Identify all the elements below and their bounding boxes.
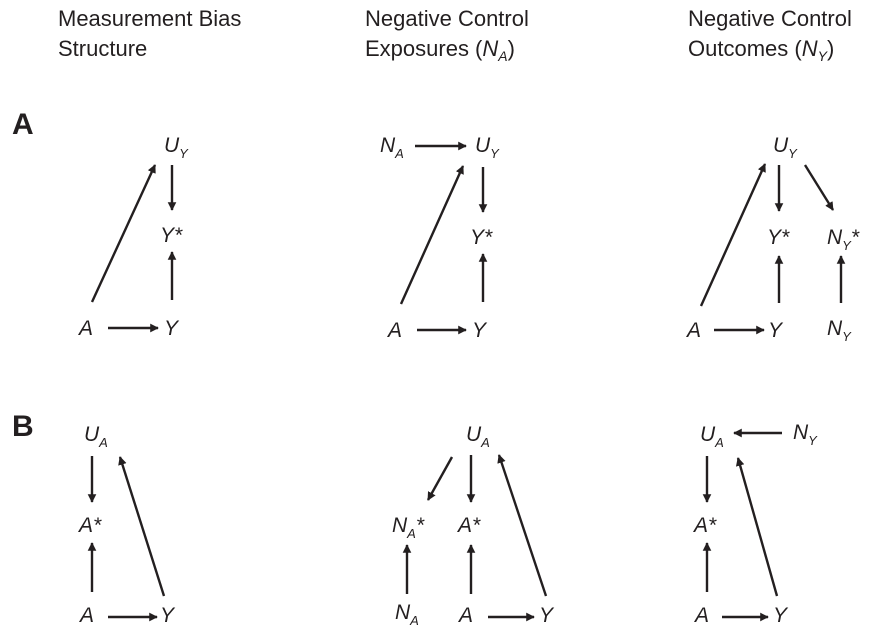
node-a3-nystar: NY* (827, 226, 860, 253)
node-b1-astar: A* (77, 514, 102, 537)
node-b2-a: A (457, 604, 473, 627)
node-b2-nastar: NA* (392, 514, 425, 541)
edge-b3-y-to-ua (735, 457, 779, 597)
node-b3-y: Y (773, 604, 789, 627)
header-col2-line1: Negative Control (365, 6, 529, 31)
node-a2-a: A (386, 319, 402, 342)
panel-label-b: B (12, 410, 34, 443)
edge-a3-uy-to-nystar (803, 164, 835, 211)
edges (87, 141, 846, 622)
edge-b2-ua-to-nastar (426, 456, 454, 501)
node-a1-uy: UY (164, 134, 189, 161)
edge-b2-y-to-ua (497, 454, 548, 597)
node-a3-ny: NY (827, 317, 852, 344)
node-b3-astar: A* (692, 514, 717, 537)
header-col1-line2: Structure (58, 36, 148, 61)
node-b3-ua: UA (700, 423, 724, 450)
edge-a1-a-to-uy (90, 164, 157, 303)
node-a2-uy: UY (475, 134, 500, 161)
node-b2-astar: A* (456, 514, 481, 537)
edge-a2-a-to-uy (399, 165, 465, 305)
node-a3-y: Y (768, 319, 784, 342)
node-b2-ua: UA (466, 423, 490, 450)
node-b3-ny: NY (793, 421, 818, 448)
node-a2-y: Y (472, 319, 488, 342)
node-b1-a: A (78, 604, 94, 627)
header-col3-line2: Outcomes (NY) (688, 36, 835, 65)
header-col1-line1: Measurement Bias (58, 6, 242, 31)
edge-b1-y-to-ua (118, 456, 166, 597)
panel-label-a: A (12, 108, 34, 141)
node-b2-y: Y (539, 604, 555, 627)
node-b2-na: NA (395, 601, 419, 628)
header-negative-control-exposures: Negative Control Exposures (NA) (365, 4, 529, 71)
node-a1-y: Y (164, 317, 180, 340)
header-col2-line2: Exposures (NA) (365, 36, 515, 65)
node-b3-a: A (693, 604, 709, 627)
node-b1-ua: UA (84, 423, 108, 450)
node-a3-uy: UY (773, 134, 798, 161)
node-b1-y: Y (160, 604, 176, 627)
edge-a3-a-to-uy (699, 163, 767, 307)
header-negative-control-outcomes: Negative Control Outcomes (NY) (688, 4, 852, 71)
node-a1-a: A (77, 317, 93, 340)
node-a2-na: NA (380, 134, 404, 161)
header-col3-line1: Negative Control (688, 6, 852, 31)
node-a1-ystar: Y* (160, 224, 183, 247)
node-a3-a: A (685, 319, 701, 342)
header-measurement-bias: Measurement Bias Structure (58, 4, 241, 64)
node-a2-ystar: Y* (470, 226, 493, 249)
node-a3-ystar: Y* (767, 226, 790, 249)
